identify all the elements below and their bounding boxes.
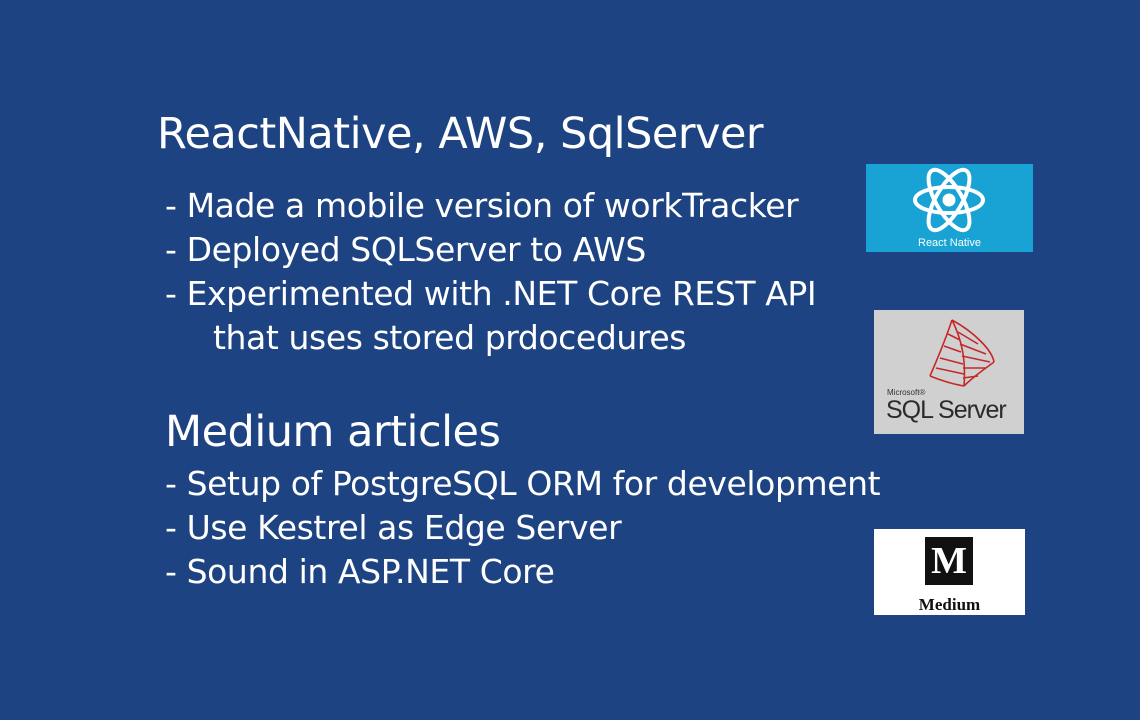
medium-m-icon: M bbox=[925, 537, 973, 585]
medium-logo: M Medium bbox=[874, 529, 1025, 615]
sql-server-wordmark: SQL Server bbox=[886, 396, 1007, 424]
bullet-item: - Experimented with .NET Core REST API bbox=[165, 274, 817, 313]
medium-bullet-list: - Setup of PostgreSQL ORM for developmen… bbox=[165, 462, 881, 594]
bullet-item: - Deployed SQLServer to AWS bbox=[165, 230, 646, 269]
section-title-tech: ReactNative, AWS, SqlServer bbox=[157, 109, 764, 159]
sql-server-sail-icon bbox=[929, 319, 995, 387]
section-title-medium: Medium articles bbox=[165, 407, 501, 457]
bullet-item: - Setup of PostgreSQL ORM for developmen… bbox=[165, 464, 881, 503]
react-native-caption: React Native bbox=[918, 237, 981, 249]
react-native-logo: React Native bbox=[866, 164, 1033, 252]
bullet-item: - Use Kestrel as Edge Server bbox=[165, 508, 622, 547]
bullet-item: - Sound in ASP.NET Core bbox=[165, 552, 555, 591]
sql-server-brand-small: Microsoft® bbox=[887, 388, 926, 397]
medium-wordmark: Medium bbox=[918, 595, 981, 614]
bullet-continuation: that uses stored prdocedures bbox=[213, 318, 687, 357]
react-atom-icon bbox=[913, 167, 985, 233]
bullet-item: - Made a mobile version of workTracker bbox=[165, 186, 799, 225]
tech-bullet-list: - Made a mobile version of workTracker -… bbox=[165, 184, 817, 360]
sql-server-logo: Microsoft® SQL Server bbox=[874, 310, 1024, 434]
